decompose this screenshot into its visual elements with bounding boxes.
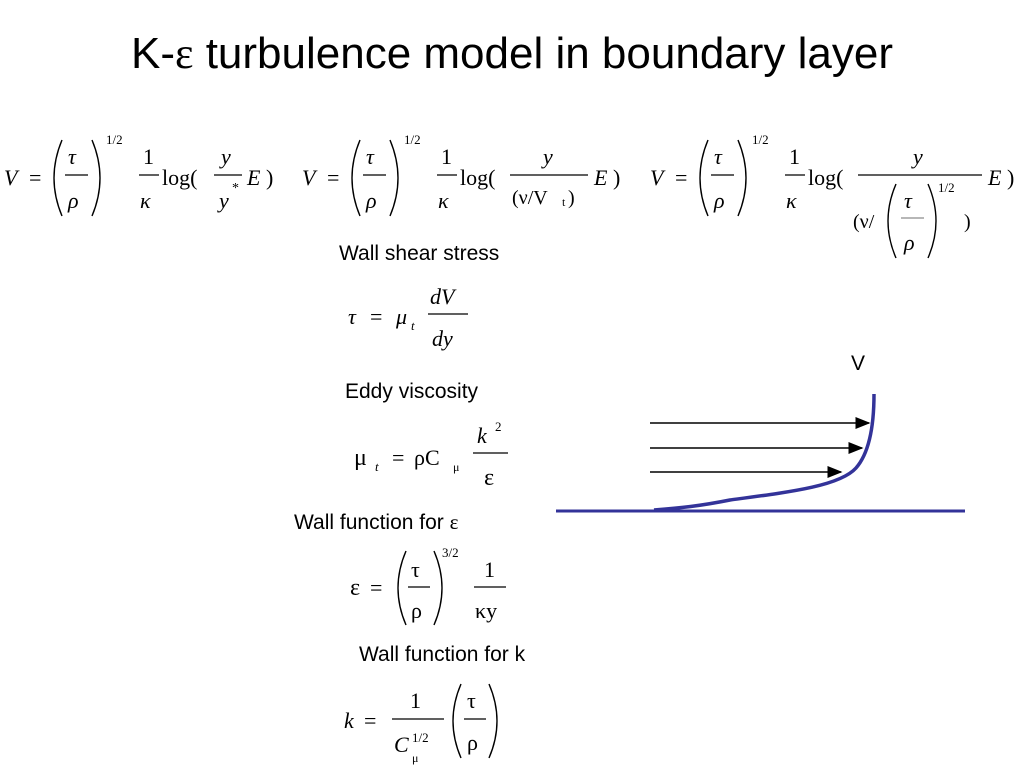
label-eddy-viscosity: Eddy viscosity [345, 380, 479, 403]
eq-symbol: ε [484, 465, 494, 491]
eq-symbol: log( [162, 165, 197, 190]
eq-symbol: (ν/V [512, 187, 548, 209]
eq-exponent: 1/2 [404, 132, 421, 147]
eq-symbol: log( [808, 165, 843, 190]
equation-log-law-1: V = τ ρ 1/2 1 κ log( y y * E ) [4, 132, 273, 217]
equation-log-law-2: V = τ ρ 1/2 1 κ log( y (ν/V t ) E ) [302, 132, 620, 217]
equation-wall-function-k: k = 1 C 1/2 μ τ ρ [344, 683, 498, 765]
label-epsilon-symbol: ε [449, 510, 459, 534]
eq-symbol: ρ [467, 730, 478, 755]
eq-symbol: (ν/ [853, 211, 875, 233]
eq-symbol: μ [453, 460, 459, 474]
label-wall-function-k: Wall function for k [359, 643, 526, 666]
equation-wall-function-epsilon: ε = τ ρ 3/2 1 κy [350, 545, 506, 626]
eq-symbol: E [987, 165, 1002, 190]
eq-symbol: ρ [365, 188, 377, 213]
eq-symbol: = [29, 165, 41, 190]
eq-symbol: 1 [441, 144, 452, 169]
eq-symbol: κ [786, 188, 797, 213]
eq-symbol: 1 [143, 144, 154, 169]
eq-symbol: t [411, 318, 415, 333]
eq-symbol: κ [438, 188, 449, 213]
eq-symbol: dy [432, 326, 453, 351]
eq-symbol: * [232, 181, 239, 196]
eq-symbol: μ [354, 445, 367, 471]
eq-symbol: C [394, 732, 409, 757]
eq-symbol: k [477, 423, 488, 448]
equation-log-law-3: V = τ ρ 1/2 1 κ log( y (ν/ τ ρ 1/2 ) E ) [650, 132, 1014, 259]
eq-symbol: t [562, 195, 566, 209]
eq-symbol: V [4, 165, 20, 190]
eq-symbol: ρC [414, 445, 440, 470]
eq-exponent: 1/2 [752, 132, 769, 147]
eq-exponent: 3/2 [442, 545, 459, 560]
eq-symbol: V [650, 165, 666, 190]
eq-symbol: y [541, 144, 553, 169]
eq-symbol: ε [350, 575, 360, 601]
eq-symbol: = [327, 165, 339, 190]
eq-symbol: 1 [484, 557, 495, 582]
velocity-profile-curve [653, 393, 876, 512]
equation-eddy-viscosity: μ t = ρC μ k 2 ε [354, 419, 508, 491]
eq-symbol: ) [613, 165, 620, 190]
eq-exponent: 1/2 [106, 132, 123, 147]
eq-symbol: τ [348, 304, 357, 329]
eq-symbol: μ [412, 751, 418, 765]
eq-symbol: ρ [411, 598, 422, 623]
eq-symbol: τ [467, 688, 476, 713]
eq-symbol: = [675, 165, 687, 190]
eq-exponent: 1/2 [938, 180, 955, 195]
equation-wall-shear: τ = μ t dV dy [348, 284, 468, 351]
eq-symbol: ) [1007, 165, 1014, 190]
label-wall-shear-stress: Wall shear stress [339, 242, 500, 265]
eq-symbol: κy [475, 598, 497, 623]
eq-symbol: dV [430, 284, 457, 309]
eq-symbol: = [392, 445, 404, 470]
eq-exponent: 2 [495, 419, 502, 434]
eq-symbol: ) [964, 211, 971, 233]
eq-symbol: μ [395, 304, 407, 329]
eq-symbol: ρ [903, 230, 915, 255]
eq-exponent: 1/2 [412, 730, 429, 745]
eq-symbol: = [370, 304, 382, 329]
slide-title: K-ε turbulence model in boundary layer [130, 29, 893, 78]
eq-symbol: 1 [789, 144, 800, 169]
eq-symbol: V [302, 165, 318, 190]
eq-symbol: E [246, 165, 261, 190]
eq-symbol: τ [366, 144, 375, 169]
eq-symbol: t [375, 459, 379, 474]
title-epsilon: ε [174, 29, 194, 78]
eq-symbol: y [911, 144, 923, 169]
eq-symbol: ) [568, 187, 575, 209]
eq-symbol: y [219, 144, 231, 169]
velocity-profile-diagram [556, 393, 965, 513]
label-wall-function-epsilon: Wall function for ε [294, 510, 459, 534]
eq-symbol: τ [411, 557, 420, 582]
eq-symbol: = [364, 708, 376, 733]
eq-symbol: 1 [410, 688, 421, 713]
eq-symbol: = [370, 575, 382, 600]
eq-symbol: κ [140, 188, 151, 213]
eq-symbol: τ [714, 144, 723, 169]
eq-symbol: E [593, 165, 608, 190]
velocity-label: V [851, 352, 866, 375]
eq-symbol: log( [460, 165, 495, 190]
eq-symbol: ρ [67, 188, 79, 213]
eq-symbol: τ [904, 188, 913, 213]
eq-symbol: k [344, 708, 355, 733]
eq-symbol: ) [266, 165, 273, 190]
eq-symbol: ρ [713, 188, 725, 213]
eq-symbol: y [217, 188, 229, 213]
eq-symbol: τ [68, 144, 77, 169]
